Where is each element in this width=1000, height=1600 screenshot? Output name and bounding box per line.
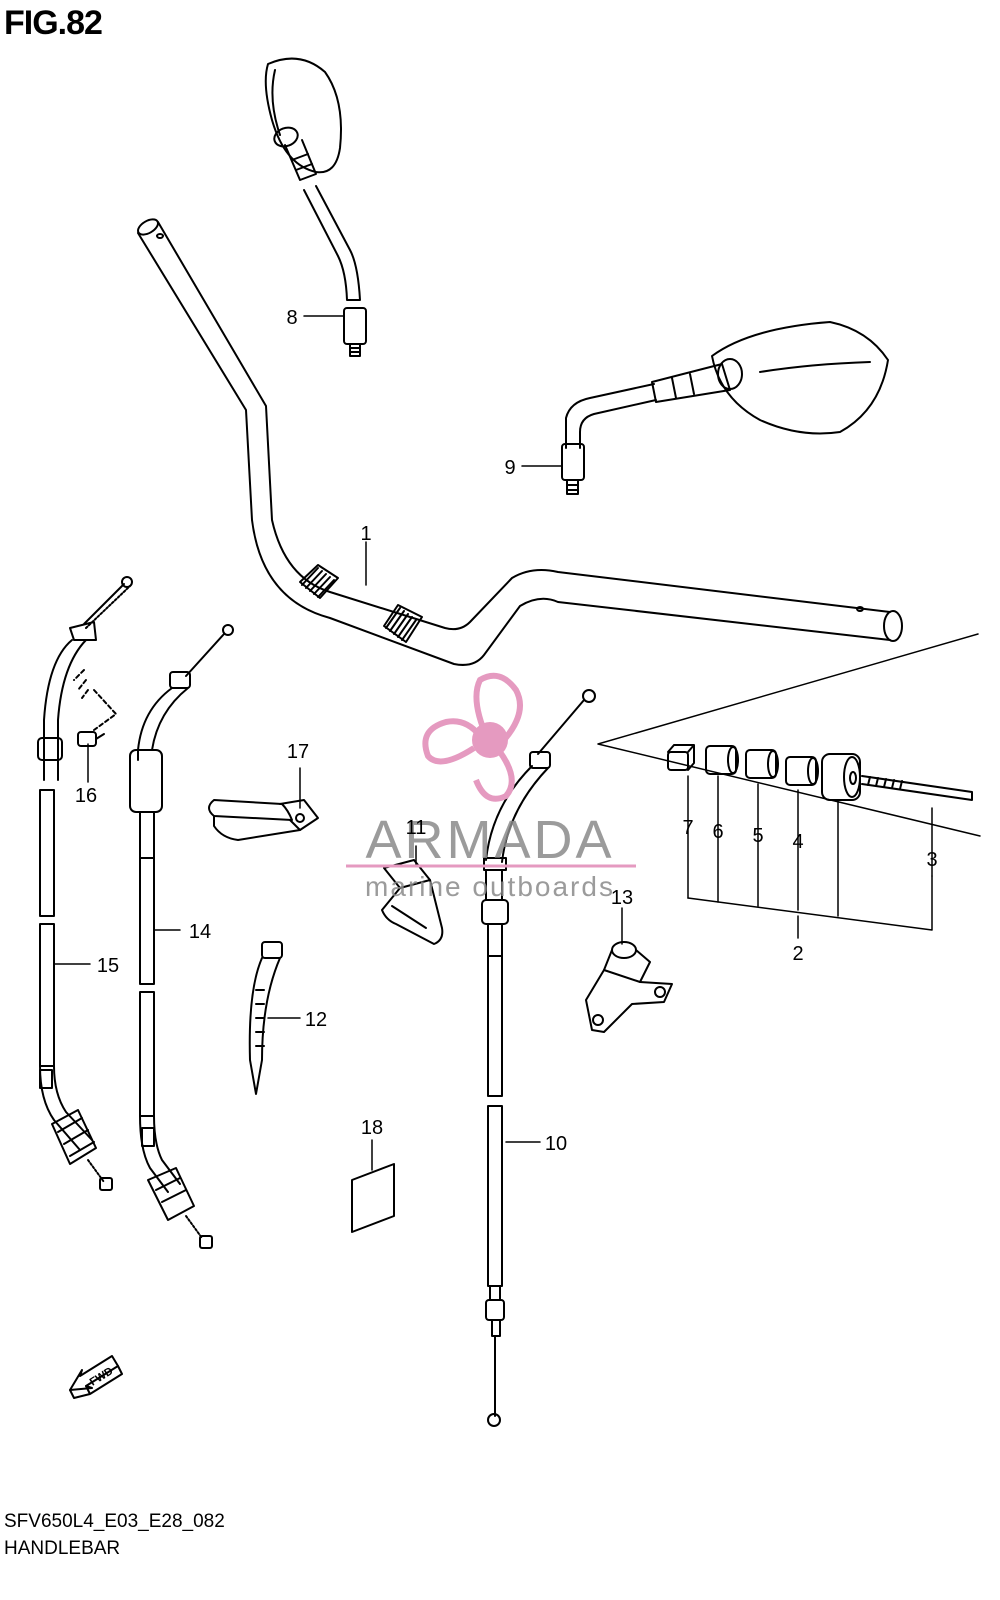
callout-17: 17 [287, 741, 309, 763]
callout-10: 10 [545, 1133, 567, 1155]
right-mirror [561, 321, 889, 495]
callout-6: 6 [712, 821, 723, 843]
knurl-left [299, 564, 339, 599]
figure-title: FIG.82 [4, 4, 103, 42]
handlebar [137, 218, 903, 666]
callout-8: 8 [286, 307, 297, 329]
callout-4: 4 [792, 831, 803, 853]
callout-12: 12 [305, 1009, 327, 1031]
knurl-right [383, 604, 423, 643]
callout-9: 9 [504, 457, 515, 479]
callout-15: 15 [97, 955, 119, 977]
propeller-icon [422, 672, 523, 802]
throttle-cable-15 [37, 576, 133, 1191]
callout-1: 1 [360, 523, 371, 545]
armada-watermark: ARMADA marine outboards [346, 672, 636, 902]
balancer-set [597, 633, 981, 837]
leader-lines [53, 315, 933, 1171]
callout-13: 13 [611, 887, 633, 909]
callout-3: 3 [926, 849, 937, 871]
fwd-arrow-icon [69, 1355, 123, 1399]
propeller-hub [472, 722, 508, 758]
clamp-17 [208, 799, 319, 841]
callout-14: 14 [189, 921, 211, 943]
callout-18: 18 [361, 1117, 383, 1139]
bracket-13 [585, 941, 673, 1033]
callout-7: 7 [682, 817, 693, 839]
label-18 [351, 1163, 395, 1233]
cable-tie-12 [248, 941, 283, 1095]
diagram-code: SFV650L4_E03_E28_082 [4, 1511, 225, 1532]
left-mirror [264, 57, 367, 357]
clamp-11 [381, 859, 444, 945]
diagram-name: HANDLEBAR [4, 1538, 121, 1559]
clutch-cable-10 [481, 689, 596, 1427]
throttle-cable-14 [129, 624, 234, 1249]
callout-11: 11 [406, 817, 427, 839]
watermark-tagline: marine outboards [365, 871, 615, 902]
callout-5: 5 [752, 825, 763, 847]
callout-16: 16 [75, 785, 97, 807]
callout-2: 2 [792, 943, 803, 965]
watermark-brand: ARMADA [365, 810, 614, 870]
